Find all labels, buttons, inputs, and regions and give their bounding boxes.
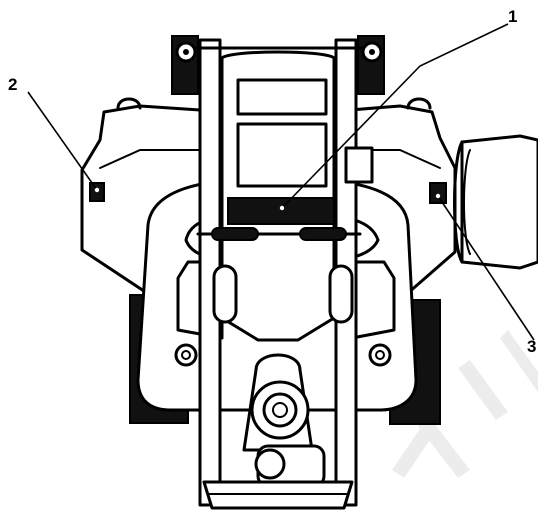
leader-dot-2 [94, 187, 100, 193]
left-caster-bracket [171, 35, 199, 95]
left-wing-edge [99, 149, 201, 169]
callout-1-label: 1 [508, 7, 517, 26]
bolt-left [174, 343, 198, 367]
leader-line-2 [27, 91, 98, 191]
callout-3-label: 3 [527, 337, 536, 356]
left-grip [212, 264, 238, 324]
handlebar [196, 227, 362, 241]
drive-shaft-housing [254, 444, 326, 488]
left-lift-eye [116, 97, 142, 110]
right-inner-panel [350, 260, 396, 340]
callout-2-label: 2 [8, 75, 17, 94]
watermark [392, 330, 538, 478]
right-lift-eye [406, 97, 432, 110]
motor-assembly [242, 353, 314, 452]
leader-dot-3 [435, 193, 441, 199]
display-window-main [236, 122, 328, 188]
leader-line-1 [281, 23, 509, 209]
decal-band [227, 197, 335, 225]
filter-canister [453, 134, 538, 270]
leader-dot-1 [279, 205, 285, 211]
bolt-right [368, 343, 392, 367]
side-box [344, 146, 374, 184]
display-window-top [236, 78, 328, 116]
right-caster-bracket [357, 35, 385, 95]
leader-line-3 [437, 195, 535, 341]
label-plate-right [429, 182, 447, 204]
right-grip [328, 264, 354, 324]
